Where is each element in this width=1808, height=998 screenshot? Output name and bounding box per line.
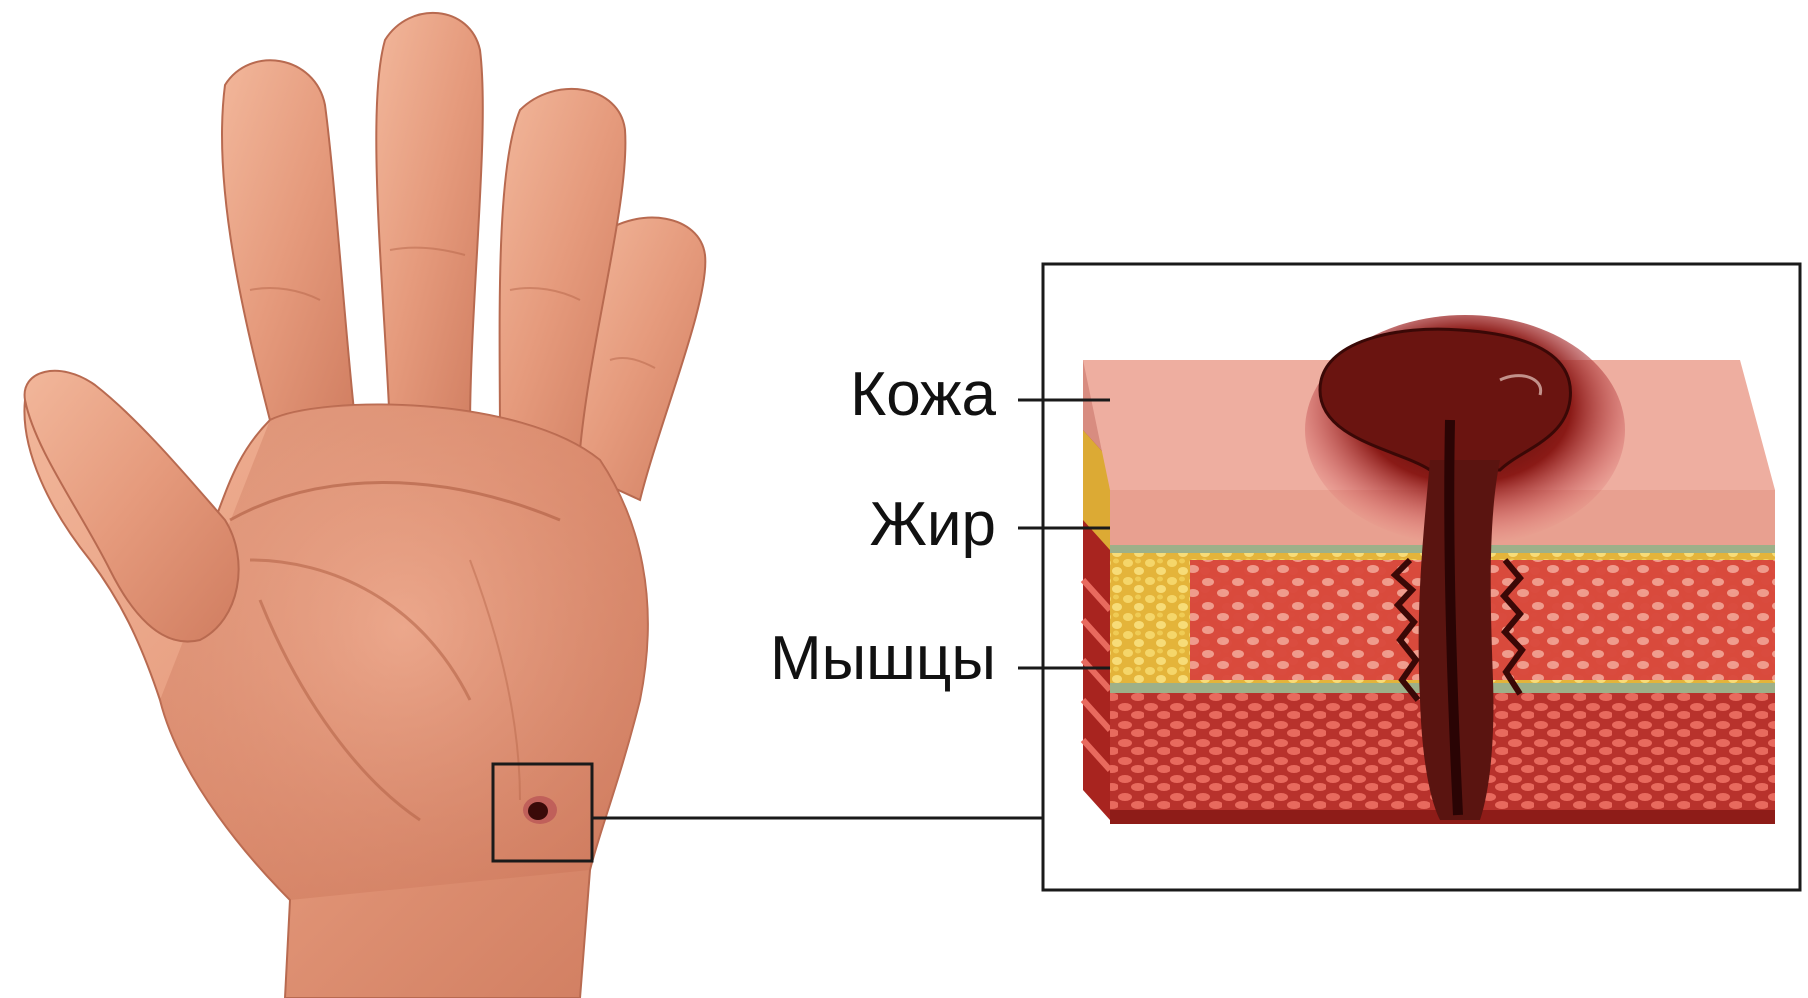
index-finger — [222, 60, 355, 440]
skin-label: Кожа — [800, 364, 996, 426]
tissue-cross-section-illustration — [1083, 315, 1775, 824]
hand-palm-illustration — [24, 13, 705, 998]
muscles-label: Мышцы — [740, 628, 996, 690]
fat-label: Жир — [800, 494, 996, 556]
middle-finger — [376, 13, 483, 430]
